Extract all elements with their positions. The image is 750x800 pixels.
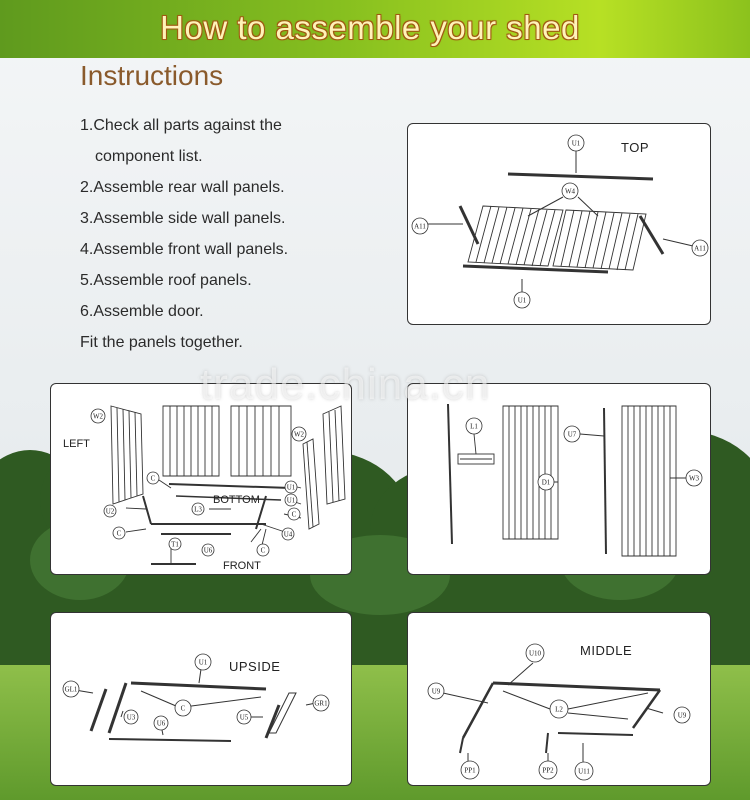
part-label: U10: [529, 650, 542, 658]
middle-drawing: U10 U9 L2 U9 PP1 PP2 U11: [427, 643, 691, 781]
part-label: A11: [414, 223, 426, 231]
part-label: U9: [678, 712, 687, 720]
part-label: D1: [542, 479, 551, 487]
wall-label: BOTTOM: [213, 494, 260, 506]
door-drawing: L1 U7 D1 W3: [447, 403, 703, 557]
part-label: U2: [106, 508, 115, 516]
part-label: L1: [470, 423, 478, 431]
part-label: U6: [204, 547, 213, 555]
top-roof-drawing: U1 W4 A11 A11 U1: [411, 134, 709, 309]
part-label: U1: [199, 659, 208, 667]
wall-label: LEFT: [63, 438, 90, 450]
walls-drawing: LEFT BOTTOM FRONT W2 W2 U1 U1 C C C C U2…: [63, 405, 346, 572]
list-item: 2.Assemble rear wall panels.: [80, 179, 285, 196]
part-label: C: [151, 475, 156, 483]
part-label: U1: [287, 484, 296, 492]
part-label: PP2: [542, 767, 554, 775]
diagram-middle: MIDDLE U10 U9 L2 U9 PP1 PP2: [407, 612, 711, 786]
instructions-heading: Instructions: [80, 60, 224, 91]
part-label: C: [181, 705, 186, 713]
part-label: U1: [287, 497, 296, 505]
part-label: U11: [578, 768, 590, 776]
wall-label: FRONT: [223, 560, 261, 572]
diagram-top: TOP: [407, 123, 711, 325]
part-label: C: [117, 530, 122, 538]
part-label: W2: [294, 431, 305, 439]
part-label: U4: [284, 531, 293, 539]
part-label: L2: [555, 706, 563, 714]
list-item: Fit the panels together.: [80, 334, 243, 351]
diagram-upside: UPSIDE U1 GL1 U3 C U6 U5 G: [50, 612, 352, 786]
diagram-door: L1 U7 D1 W3: [407, 383, 711, 575]
header-banner: How to assemble your shed: [0, 0, 750, 58]
list-item: 1.Check all parts against the: [80, 117, 282, 134]
part-label: U1: [572, 140, 581, 148]
list-item: 6.Assemble door.: [80, 303, 204, 320]
part-label: T1: [171, 541, 179, 549]
diagram-title: UPSIDE: [229, 659, 281, 674]
part-label: U6: [157, 720, 166, 728]
part-label: U9: [432, 688, 441, 696]
part-label: W4: [565, 188, 576, 196]
part-label: C: [292, 511, 297, 519]
upside-drawing: U1 GL1 U3 C U6 U5 GR1: [62, 653, 330, 742]
part-label: U1: [518, 297, 527, 305]
part-label: W3: [689, 475, 700, 483]
part-label: C: [261, 547, 266, 555]
part-label: GR1: [314, 700, 328, 708]
part-label: W2: [93, 413, 104, 421]
part-label: U7: [568, 431, 577, 439]
part-label: PP1: [464, 767, 476, 775]
watermark: trade.china.cn: [200, 360, 491, 409]
list-item: 4.Assemble front wall panels.: [80, 241, 289, 258]
diagram-title: TOP: [621, 140, 649, 155]
part-label: U3: [127, 714, 136, 722]
part-label: GL1: [65, 686, 78, 694]
part-label: U5: [240, 714, 249, 722]
banner-title: How to assemble your shed: [160, 9, 580, 46]
instructions-list: 1.Check all parts against the component …: [80, 110, 288, 358]
list-item: 5.Assemble roof panels.: [80, 272, 252, 289]
part-label: A11: [694, 245, 706, 253]
part-label: L3: [194, 506, 202, 514]
list-item: component list.: [95, 148, 203, 165]
list-item: 3.Assemble side wall panels.: [80, 210, 286, 227]
diagram-walls: LEFT BOTTOM FRONT W2 W2 U1 U1 C C C C U2…: [50, 383, 352, 575]
diagram-title: MIDDLE: [580, 643, 633, 658]
